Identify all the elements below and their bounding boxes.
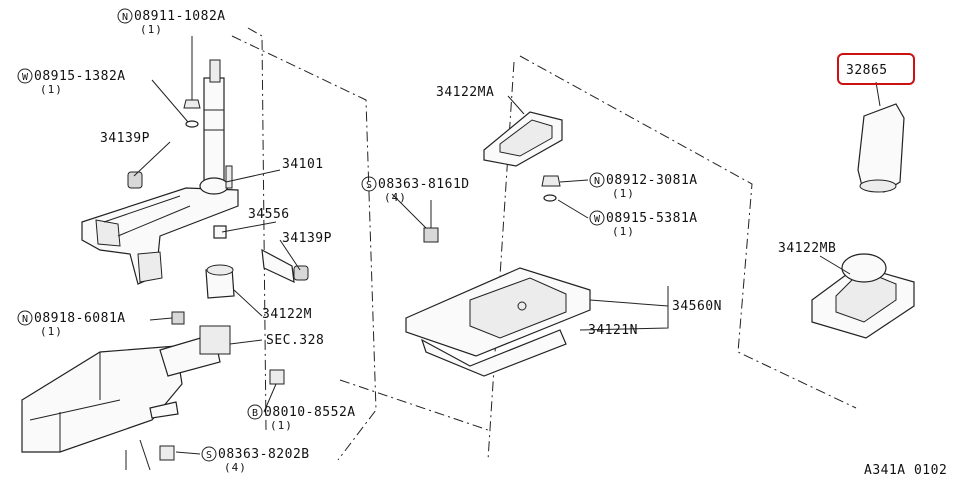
callout-s-08363b: S 08363-8202B(4) [201,446,310,474]
callout-n-08912: N 08912-3081A(1) [589,172,698,200]
callout-sec-328: SEC.328 [266,333,324,348]
callout-number: 08010-8552A [264,405,356,420]
callout-p-32865: 32865 [846,63,888,78]
callout-quantity: (1) [40,325,63,338]
callout-quantity: (1) [140,23,163,36]
callout-quantity: (4) [224,461,247,474]
callout-p-34101: 34101 [282,157,324,172]
callout-number: 34560N [672,299,722,314]
callout-s-08363d: S 08363-8161D(4) [361,176,470,204]
callout-p-34122mb: 34122MB [778,241,836,256]
callout-quantity: (1) [612,225,635,238]
callout-w-08915b: W 08915-5381A(1) [589,210,698,238]
callout-number: 34101 [282,157,324,172]
callout-prefix-ring [247,404,263,420]
callout-number: 34122MB [778,241,836,256]
callout-prefix-ring [17,310,33,326]
hardware-center [423,175,561,243]
callout-prefix-ring [361,176,377,192]
callout-prefix-ring [117,8,133,24]
callout-number: 08915-5381A [606,211,698,226]
callout-number: 08363-8202B [218,447,310,462]
callout-quantity: (1) [270,419,293,432]
callout-prefix-ring [589,210,605,226]
callout-quantity: (4) [384,191,407,204]
callout-p-34556: 34556 [248,207,290,222]
callout-quantity: (1) [612,187,635,200]
callout-prefix-ring [201,446,217,462]
shift-knob-32865 [857,103,905,193]
callout-number: 34139P [282,231,332,246]
callout-number: 34139P [100,131,150,146]
callout-w-08915a: W 08915-1382A(1) [17,68,126,96]
callout-number: 34121N [588,323,638,338]
callout-number: 34122M [262,307,312,322]
callout-number: 34122MA [436,85,494,100]
callout-prefix: B [252,408,258,419]
callout-p-34560n: 34560N [672,299,722,314]
transmission-housing [21,325,231,471]
exploded-view-frame-left [231,27,489,461]
leader-lines [133,79,881,455]
boot-34122ma [483,111,563,167]
callout-n-08918: N 08918-6081A(1) [17,310,126,338]
shift-lever-housing-34560n [405,267,591,377]
callout-prefix: N [594,176,600,187]
callout-prefix: S [206,450,212,461]
shift-control-lever [81,59,239,285]
callout-number: 08915-1382A [34,69,126,84]
callout-p-34139b: 34139P [282,231,332,246]
callout-p-34121n: 34121N [588,323,638,338]
callout-prefix: W [594,214,601,225]
callout-prefix: N [122,12,128,23]
callout-number: 08911-1082A [134,9,226,24]
callout-number: 08912-3081A [606,173,698,188]
callout-p-34122ma: 34122MA [436,85,494,100]
callout-p-34122m: 34122M [262,307,312,322]
callout-number: 08918-6081A [34,311,126,326]
callout-number: 32865 [846,63,888,78]
callout-number: 34556 [248,207,290,222]
callout-prefix-ring [589,172,605,188]
callout-p-34139a: 34139P [100,131,150,146]
hardware-left [127,36,309,461]
callout-number: 08363-8161D [378,177,470,192]
callout-prefix: S [366,180,372,191]
callout-number: SEC.328 [266,333,324,348]
callout-prefix: W [22,72,29,83]
callout-n-08911: N 08911-1082A(1) [117,8,226,36]
callout-prefix-ring [17,68,33,84]
callout-b-08010: B 08010-8552A(1) [247,404,356,432]
callout-prefix: N [22,314,28,325]
boot-34122mb [811,253,915,339]
callout-quantity: (1) [40,83,63,96]
diagram-code: A341A 0102 [864,463,947,478]
highlight-box [837,53,915,85]
